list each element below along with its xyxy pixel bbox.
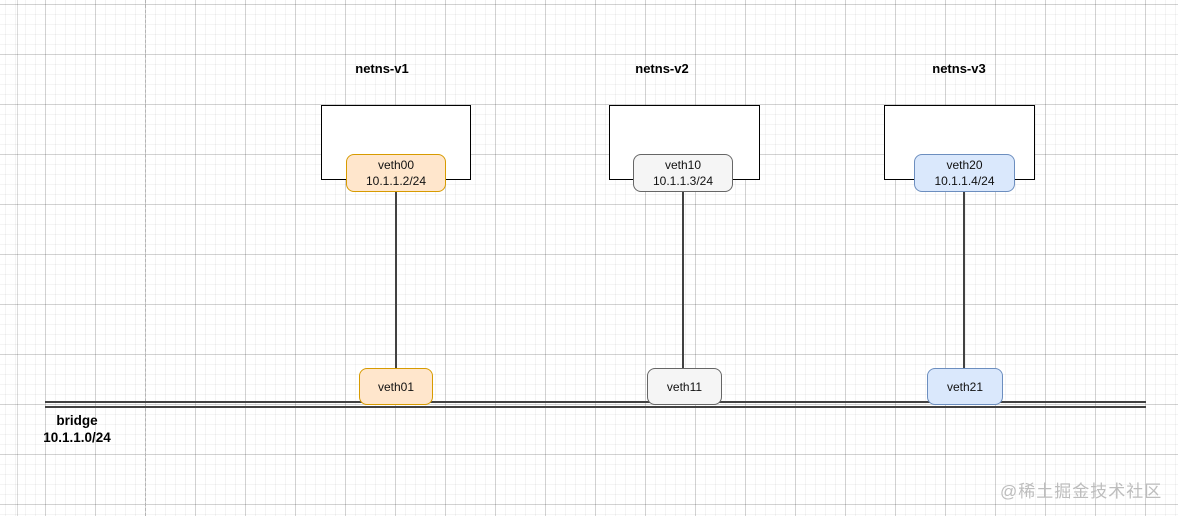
veth-ip: 10.1.1.2/24 <box>365 174 427 188</box>
bridge-subnet: 10.1.1.0/24 <box>43 430 111 445</box>
veth-name: veth20 <box>946 158 983 172</box>
netns-title: netns-v3 <box>932 61 986 76</box>
netns-title: netns-v2 <box>635 61 689 76</box>
veth-inner-box: veth10 10.1.1.3/24 <box>633 154 733 192</box>
page-boundary-dashed-line <box>145 0 146 516</box>
veth-pair-connector-line <box>395 192 397 368</box>
veth-ip: 10.1.1.4/24 <box>934 174 995 188</box>
veth-name: veth01 <box>377 379 415 394</box>
veth-name: veth11 <box>666 379 703 394</box>
veth-name: veth00 <box>377 158 415 172</box>
veth-pair-connector-line <box>682 192 684 368</box>
veth-name: veth21 <box>946 379 984 394</box>
veth-bridge-box: veth21 <box>927 368 1003 405</box>
netns-title: netns-v1 <box>355 61 409 76</box>
bridge-name: bridge <box>56 413 98 428</box>
veth-pair-connector-line <box>963 192 965 368</box>
veth-name: veth10 <box>664 158 702 172</box>
veth-bridge-box: veth01 <box>359 368 433 405</box>
veth-bridge-box: veth11 <box>647 368 722 405</box>
bridge-line-bottom <box>45 406 1146 408</box>
bridge-line-top <box>45 401 1146 403</box>
watermark-text: @稀土掘金技术社区 <box>1000 482 1163 501</box>
veth-inner-box: veth00 10.1.1.2/24 <box>346 154 446 192</box>
veth-inner-box: veth20 10.1.1.4/24 <box>914 154 1015 192</box>
veth-ip: 10.1.1.3/24 <box>652 174 714 188</box>
bridge-label: bridge 10.1.1.0/24 <box>31 412 123 446</box>
